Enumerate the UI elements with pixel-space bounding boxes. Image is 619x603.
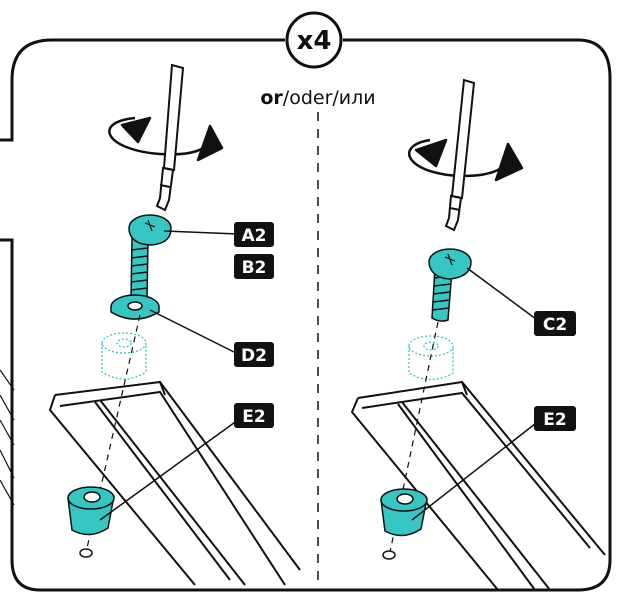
tag-a2-text: A2: [242, 226, 267, 246]
tag-c2: C2: [534, 311, 576, 336]
quantity-label: x4: [297, 26, 332, 56]
screw-c2: [428, 248, 472, 322]
alt-or: or: [260, 87, 283, 109]
alternative-label: or/oder/или: [260, 87, 375, 109]
right-panel: C2 E2: [350, 78, 606, 591]
screwdriver-icon: [444, 78, 476, 232]
right-leader-lines: [411, 267, 541, 521]
quantity-badge: x4: [285, 11, 343, 69]
left-panel: A2 B2 D2 E2: [48, 63, 301, 586]
alt-oder: oder: [289, 87, 332, 109]
left-leader-lines: [99, 230, 241, 521]
tag-e2-left: E2: [234, 403, 274, 428]
tag-e2-left-text: E2: [242, 407, 265, 427]
tag-a2: A2: [234, 222, 274, 247]
frame-tube: [350, 380, 606, 591]
step-frame: [0, 38, 612, 592]
ghost-insert: [101, 332, 147, 380]
mounting-hole-right: [382, 550, 396, 560]
adjacent-step-fragment: [0, 369, 15, 506]
rotate-arrow-icon: [108, 116, 224, 162]
washer-d2: [110, 294, 160, 320]
tag-b2: B2: [234, 254, 274, 279]
alt-ili: или: [339, 87, 376, 109]
insert-e2-left: [67, 486, 115, 536]
screwdriver-icon: [155, 63, 185, 212]
tag-e2-right-text: E2: [543, 410, 566, 430]
tag-d2-text: D2: [241, 346, 267, 366]
alt-sep-2: /: [332, 87, 339, 109]
tag-c2-text: C2: [543, 315, 567, 335]
tag-e2-right: E2: [534, 406, 576, 431]
tag-b2-text: B2: [242, 258, 267, 278]
insert-e2-right: [380, 488, 428, 537]
frame-tube: [48, 380, 301, 586]
alt-sep-1: /: [283, 87, 290, 109]
screw-a2-b2: [128, 214, 172, 304]
mounting-hole-left: [79, 548, 93, 558]
tag-d2: D2: [234, 342, 274, 367]
